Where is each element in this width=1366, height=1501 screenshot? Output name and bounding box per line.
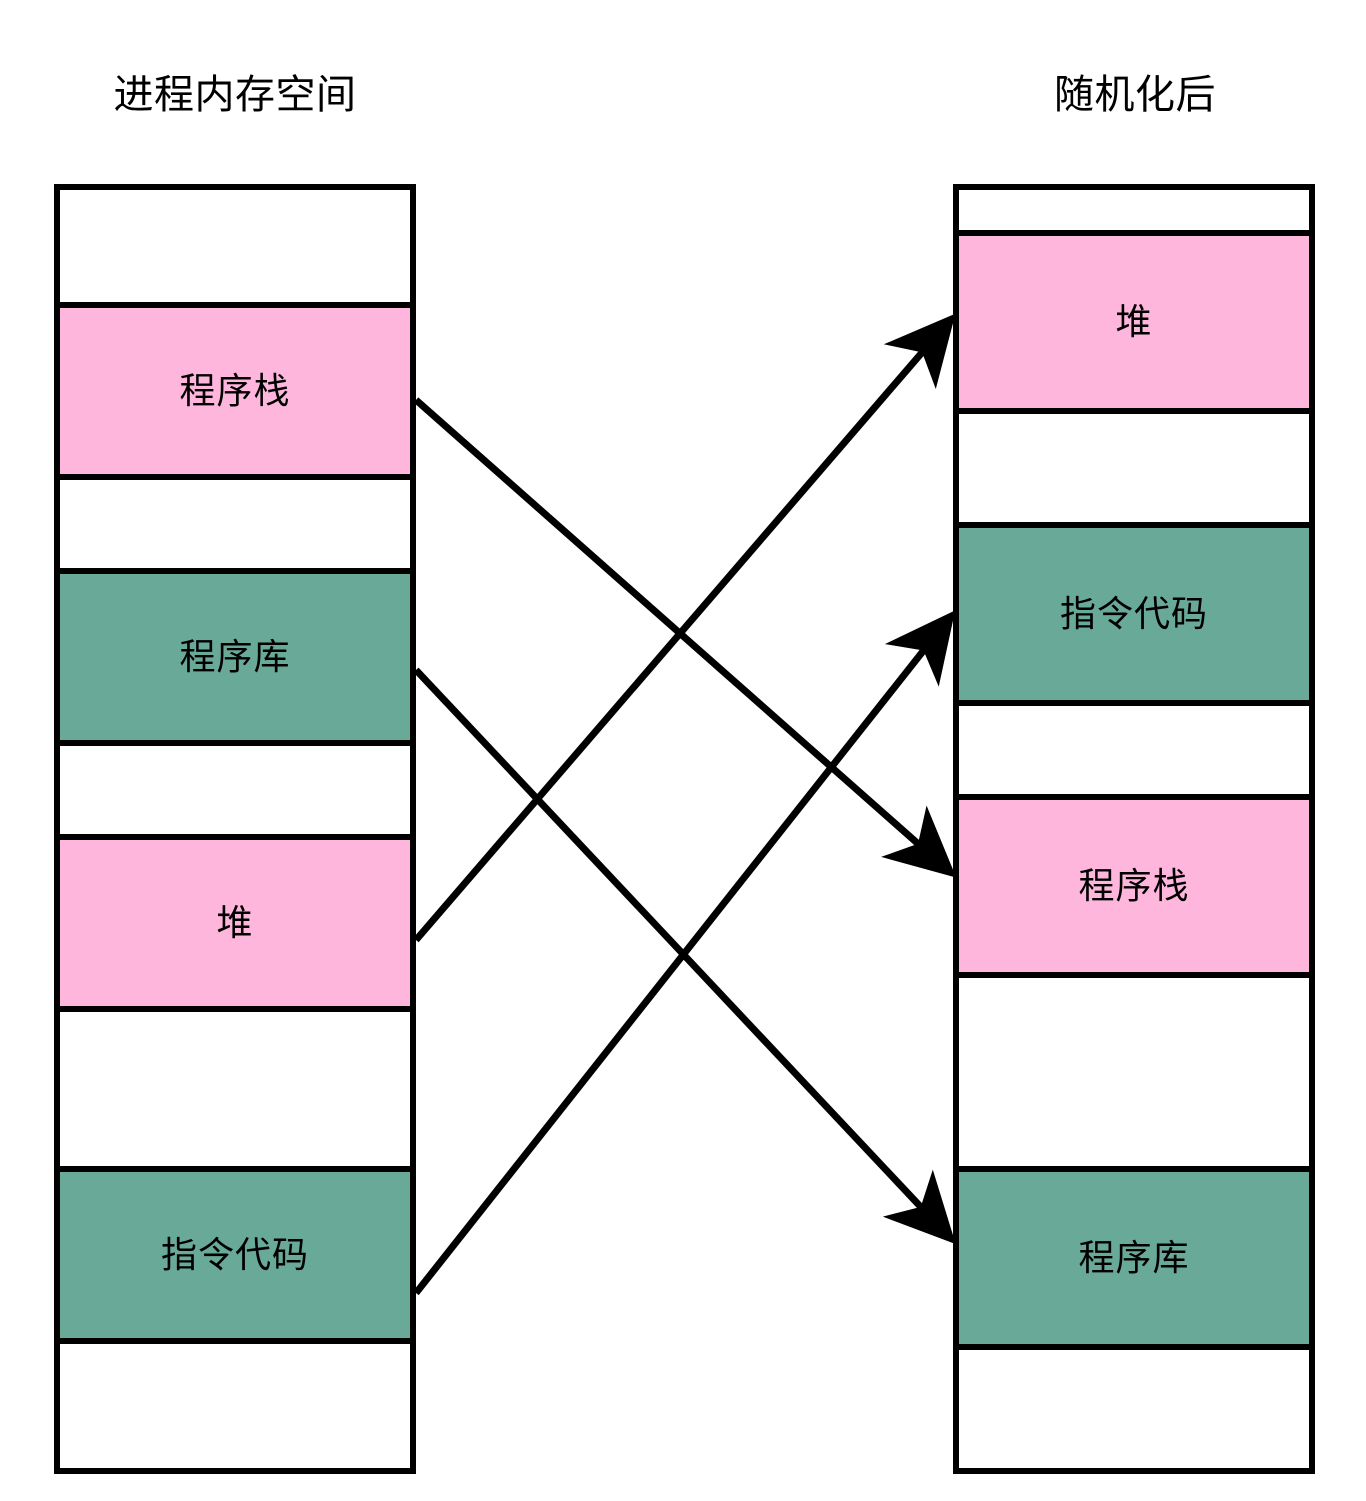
left-segment-指令代码: 指令代码 — [60, 1172, 410, 1344]
right-segment-empty — [959, 706, 1309, 800]
left-segment-程序库: 程序库 — [60, 574, 410, 746]
arrow-堆-to-堆 — [413, 313, 956, 943]
right-segment-label: 程序栈 — [1078, 865, 1190, 906]
left-segment-label: 程序栈 — [179, 370, 291, 411]
left-segment-empty — [60, 746, 410, 840]
right-segment-堆: 堆 — [959, 236, 1309, 414]
right-segment-程序库: 程序库 — [959, 1172, 1309, 1350]
process-memory-column: 程序栈程序库堆指令代码 — [54, 184, 416, 1474]
right-segment-empty — [959, 190, 1309, 236]
left-segment-label: 程序库 — [179, 636, 291, 677]
right-segment-empty — [959, 978, 1309, 1172]
left-segment-label: 指令代码 — [160, 1234, 309, 1275]
right-segment-empty — [959, 1350, 1309, 1468]
arrow-程序库-to-程序库 — [413, 667, 956, 1245]
left-segment-程序栈: 程序栈 — [60, 308, 410, 480]
mapping-arrows — [413, 313, 957, 1296]
right-segment-程序栈: 程序栈 — [959, 800, 1309, 978]
right-segment-label: 程序库 — [1078, 1237, 1190, 1278]
right-segment-指令代码: 指令代码 — [959, 528, 1309, 706]
left-segment-堆: 堆 — [60, 840, 410, 1012]
left-segment-empty — [60, 190, 410, 308]
right-segment-label: 堆 — [1115, 301, 1153, 342]
left-segment-empty — [60, 1344, 410, 1444]
left-segment-empty — [60, 1012, 410, 1172]
arrow-程序栈-to-程序栈 — [413, 397, 957, 878]
left-segment-label: 堆 — [216, 902, 254, 943]
left-segment-empty — [60, 480, 410, 574]
right-column-title: 随机化后 — [1054, 73, 1216, 117]
right-segment-label: 指令代码 — [1059, 593, 1208, 634]
arrow-指令代码-to-指令代码 — [413, 610, 956, 1296]
randomized-memory-column: 堆指令代码程序栈程序库 — [953, 184, 1315, 1474]
right-segment-empty — [959, 414, 1309, 528]
left-column-title: 进程内存空间 — [113, 73, 357, 117]
